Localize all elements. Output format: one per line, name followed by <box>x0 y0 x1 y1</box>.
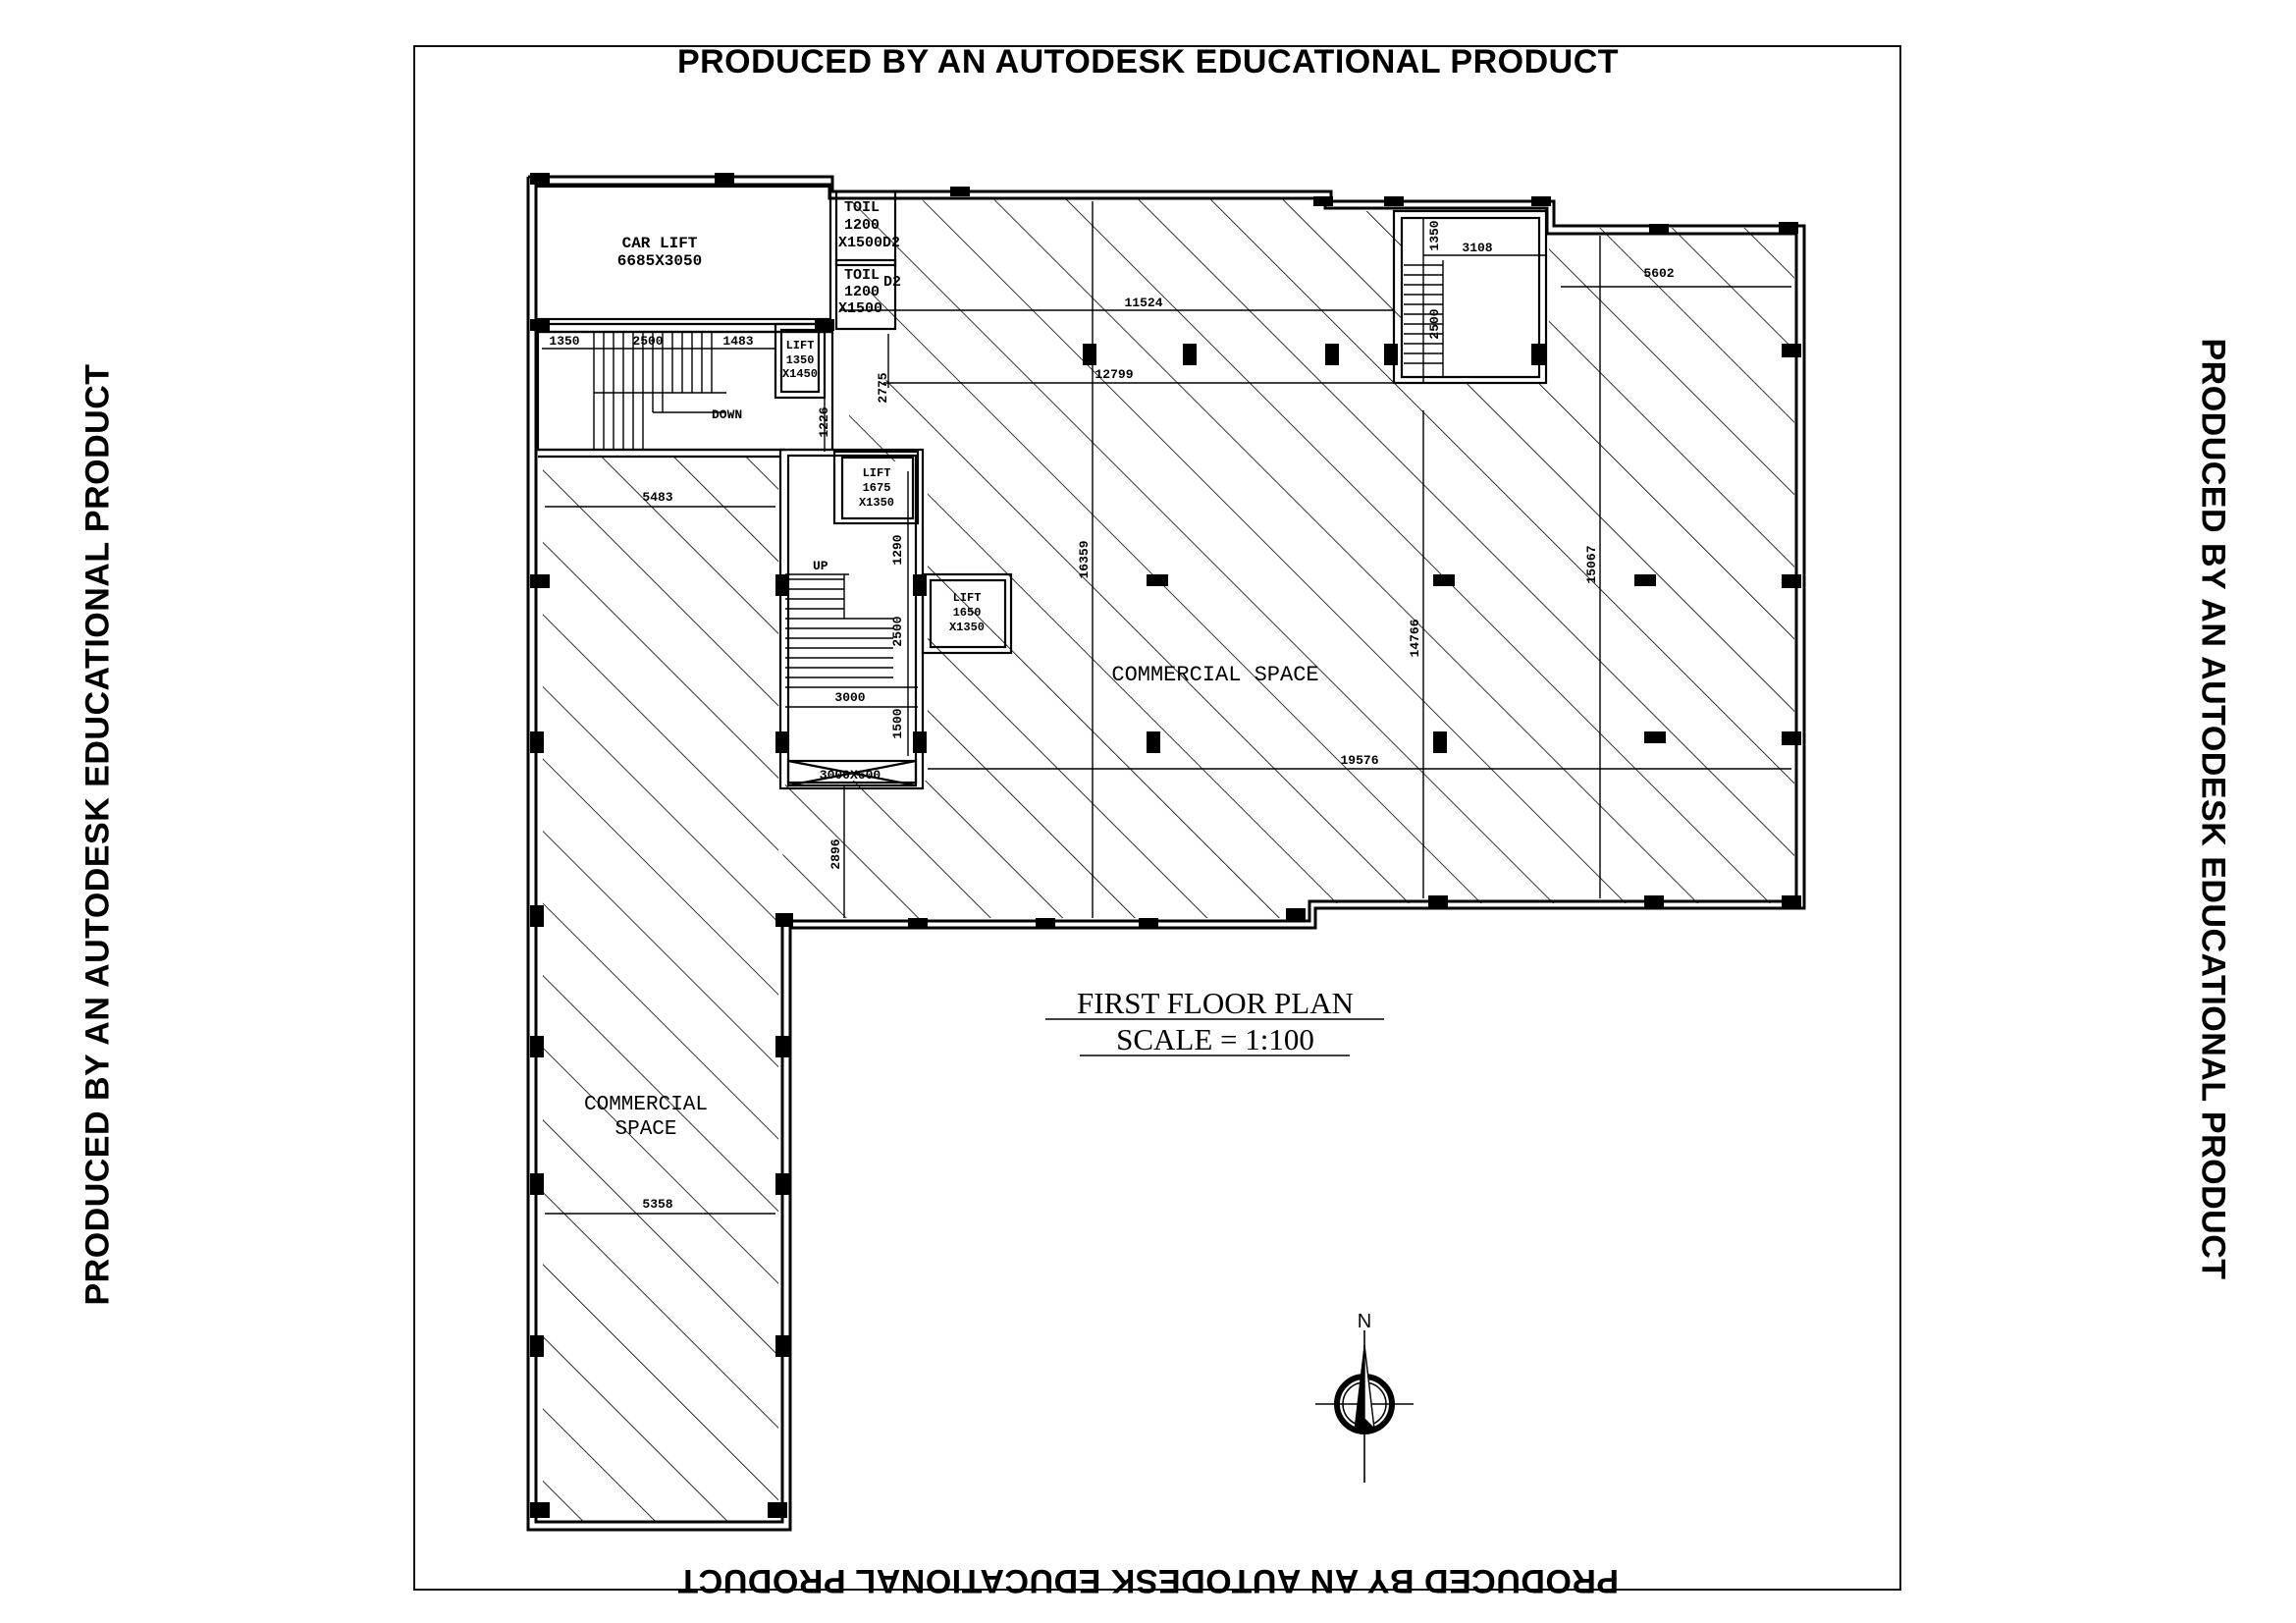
up-label: UP <box>813 559 828 573</box>
toilet-1-width: 1200 <box>844 217 880 234</box>
dim-1350-b: 1350 <box>1427 220 1442 250</box>
main-commercial-hatch <box>780 196 1794 923</box>
plan-scale: SCALE = 1:100 <box>1116 1022 1314 1056</box>
commercial-space-left-label-1: COMMERCIAL <box>584 1094 708 1116</box>
dim-5358: 5358 <box>642 1197 672 1212</box>
lift-2-depth: X1350 <box>859 496 894 510</box>
lift-3-depth: X1350 <box>949 621 985 634</box>
dim-1483: 1483 <box>722 334 753 349</box>
dim-14766: 14766 <box>1408 619 1422 657</box>
lift-2-label: LIFT <box>863 466 891 480</box>
stairs-top <box>593 332 726 450</box>
dim-2775: 2775 <box>876 372 890 403</box>
dim-2500-b: 2500 <box>1427 308 1442 339</box>
commercial-space-left-label-2: SPACE <box>614 1118 676 1141</box>
dim-3000: 3000 <box>834 690 865 705</box>
opening-label: 3000X600 <box>820 768 881 783</box>
lift-1-label: LIFT <box>786 339 815 352</box>
dim-3108: 3108 <box>1462 241 1492 255</box>
lift-2-width: 1675 <box>863 481 891 495</box>
lift-1-depth: X1450 <box>782 367 818 381</box>
dim-5602: 5602 <box>1643 266 1674 281</box>
car-lift-size: 6685X3050 <box>617 252 702 270</box>
dim-2500-c: 2500 <box>890 616 905 646</box>
toilet-2-width: 1200 <box>844 284 880 300</box>
left-commercial-hatch <box>543 457 778 1522</box>
watermark-top: PRODUCED BY AN AUTODESK EDUCATIONAL PROD… <box>676 43 1620 81</box>
dim-2500-a: 2500 <box>632 334 663 349</box>
north-arrow <box>1315 1330 1414 1483</box>
dimension-lines <box>542 201 1791 1215</box>
dim-11524: 11524 <box>1124 296 1162 310</box>
car-lift-label: CAR LIFT <box>622 235 698 252</box>
dim-1500: 1500 <box>890 708 905 738</box>
dim-19576: 19576 <box>1340 753 1378 768</box>
lift-3-label: LIFT <box>953 591 982 605</box>
stairs-middle <box>785 573 918 688</box>
plan-title: FIRST FLOOR PLAN <box>1077 986 1354 1020</box>
lift-1-width: 1350 <box>786 353 815 367</box>
drawing-border <box>413 45 1901 1591</box>
lift-3-width: 1650 <box>953 606 982 620</box>
toilet-2-door: D2 <box>883 274 901 291</box>
dim-16359: 16359 <box>1077 540 1092 578</box>
toilet-1-label: TOIL <box>844 199 880 216</box>
toilet-1-depth: X1500D2 <box>838 235 900 251</box>
dim-5483: 5483 <box>642 490 672 505</box>
dim-1350-a: 1350 <box>549 334 579 349</box>
dim-1290: 1290 <box>890 534 905 565</box>
toilet-2-depth: X1500 <box>838 300 882 317</box>
dim-2896: 2896 <box>828 839 843 869</box>
dim-12799: 12799 <box>1095 367 1133 382</box>
inner-walls <box>534 185 1548 790</box>
dim-1226: 1226 <box>817 406 831 437</box>
columns <box>530 173 1801 1518</box>
dim-15067: 15067 <box>1584 545 1599 583</box>
north-label: N <box>1358 1311 1371 1332</box>
down-label: DOWN <box>712 407 742 422</box>
commercial-space-main-label: COMMERCIAL SPACE <box>1111 663 1318 687</box>
toilet-2-label: TOIL <box>844 267 880 284</box>
